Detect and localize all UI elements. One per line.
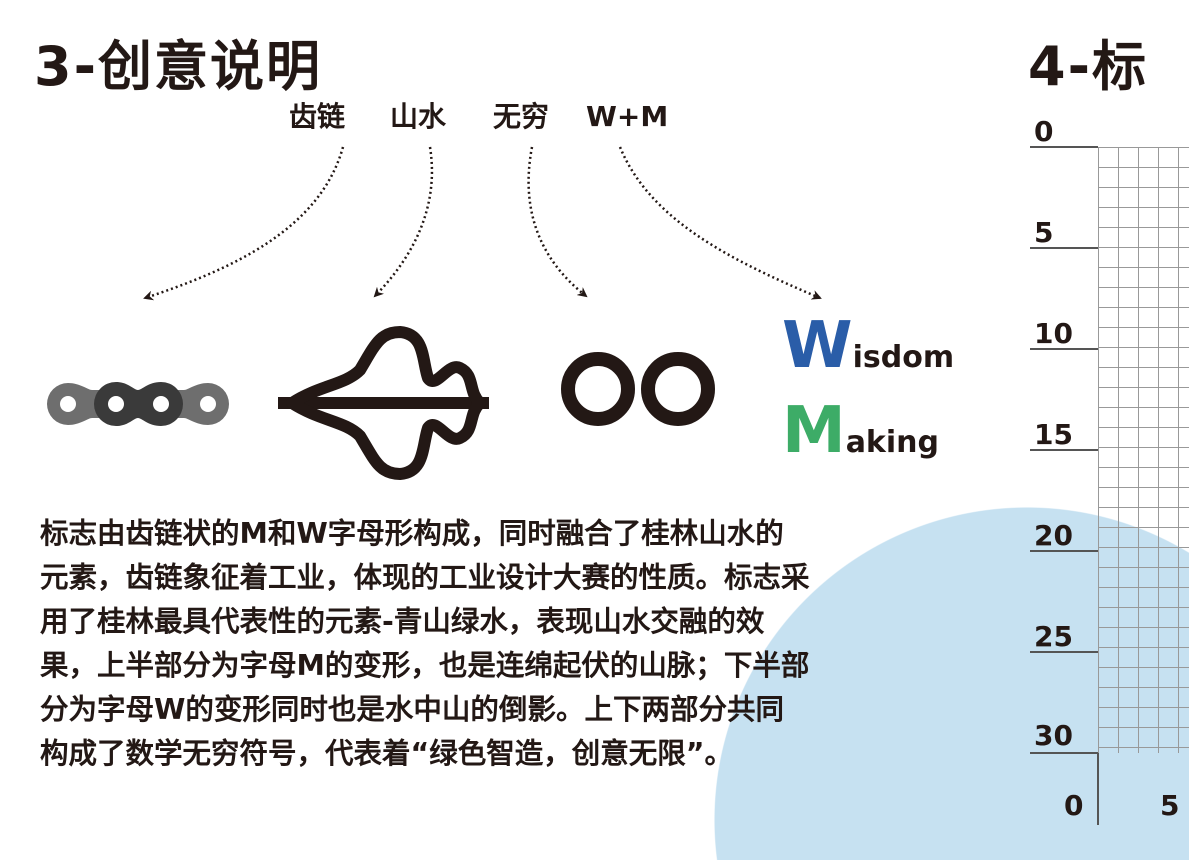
description-line: 元素，齿链象征着工业，体现的工业设计大赛的性质。标志采	[40, 561, 810, 594]
arrow-landscape	[373, 146, 434, 298]
keyword-wm: W+M	[586, 100, 669, 133]
ruler-axis-vertical	[1097, 753, 1099, 825]
description-line: 用了桂林最具代表性的元素-青山绿水，表现山水交融的效	[40, 605, 765, 638]
ruler-tick	[1030, 348, 1098, 350]
ruler-label: 15	[1034, 418, 1073, 451]
measurement-grid	[1098, 147, 1189, 753]
ruler-label: 10	[1034, 317, 1073, 350]
ruler-tick	[1030, 752, 1098, 754]
section-3-title: 3-创意说明	[34, 35, 322, 98]
ruler-label: 30	[1034, 719, 1073, 752]
description-line: 果，上半部分为字母M的变形，也是连绵起伏的山脉；下半部	[40, 649, 810, 682]
keyword-chain: 齿链	[289, 100, 346, 133]
arrows-and-icons	[47, 146, 822, 480]
description-line: 标志由齿链状的M和W字母形构成，同时融合了桂林山水的	[40, 517, 784, 550]
ruler-tick	[1030, 247, 1098, 249]
description-paragraph: 标志由齿链状的M和W字母形构成，同时融合了桂林山水的 元素，齿链象征着工业，体现…	[40, 512, 810, 776]
ruler-label: 5	[1034, 216, 1054, 249]
description-line: 构成了数学无穷符号，代表着“绿色智造，创意无限”。	[40, 737, 733, 770]
ruler-tick	[1030, 550, 1098, 552]
logo-initial-w: W	[782, 309, 853, 383]
logo-initial-m: M	[782, 394, 846, 468]
ruler-label-bottom: 5	[1160, 789, 1180, 822]
ruler-tick	[1030, 146, 1098, 148]
ruler-label: 25	[1034, 620, 1073, 653]
landscape-icon	[278, 326, 489, 480]
description-line: 分为字母W的变形同时也是水中山的倒影。上下两部分共同	[40, 693, 784, 726]
ruler-label: 0	[1034, 115, 1054, 148]
ruler-tick	[1030, 449, 1098, 451]
logo-rest-isdom: isdom	[852, 340, 955, 375]
ruler-label-bottom: 0	[1064, 789, 1084, 822]
logo-rest-aking: aking	[845, 425, 939, 460]
chain-icon	[47, 382, 229, 426]
keyword-landscape: 山水	[390, 100, 447, 133]
arrow-infinity	[527, 146, 588, 298]
arrow-chain	[143, 146, 345, 301]
logo-word-wisdom: Wisdom	[782, 314, 954, 378]
arrow-wm	[618, 146, 822, 300]
keyword-infinity: 无穷	[493, 100, 550, 133]
section-4-title: 4-标	[1028, 35, 1148, 98]
ruler-tick	[1030, 651, 1098, 653]
infinity-icon	[561, 352, 715, 426]
ruler-label: 20	[1034, 519, 1073, 552]
logo-word-making: Making	[782, 399, 939, 463]
